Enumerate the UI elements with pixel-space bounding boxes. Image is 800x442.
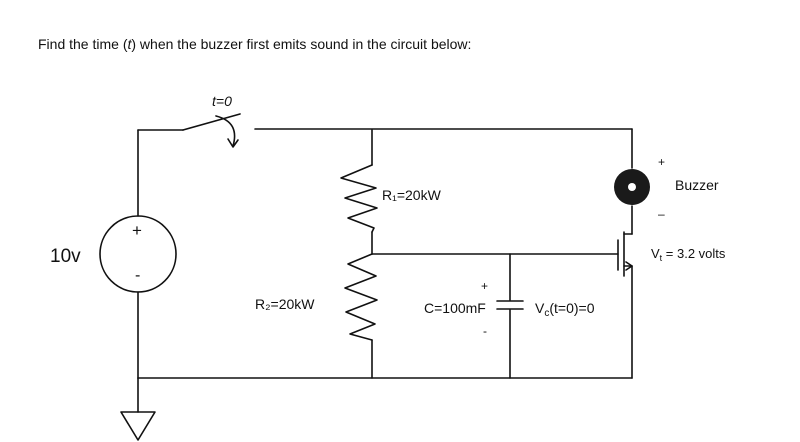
buzzer-center xyxy=(628,183,636,191)
ground-symbol xyxy=(120,411,156,441)
question-part-1: Find the time ( xyxy=(38,36,128,52)
source-label: 10v xyxy=(50,246,81,267)
buzzer-label: Buzzer xyxy=(675,177,719,193)
question-part-2: ) when the buzzer first emits sound in t… xyxy=(131,36,472,52)
cap-plus: + xyxy=(481,279,488,293)
switch-label: t=0 xyxy=(212,93,232,109)
cap-label: C=100mF xyxy=(424,300,486,316)
question-variable: t xyxy=(127,36,132,52)
source-plus: + xyxy=(132,221,142,240)
vc-label-rest: (t=0)=0 xyxy=(549,300,594,316)
switch-arrow-head xyxy=(227,138,239,148)
buzzer-plus: + xyxy=(658,155,665,169)
vc-label: Vc(t=0)=0 xyxy=(535,300,595,319)
r1-label: R₁=20kW xyxy=(382,187,442,203)
r2-label: R₂=20kW xyxy=(255,296,315,312)
vt-label-rest: = 3.2 volts xyxy=(662,246,726,261)
cap-minus: - xyxy=(483,324,487,338)
vt-label-sub: t xyxy=(660,253,663,263)
vc-label-sub: c xyxy=(544,308,549,319)
switch-arrow xyxy=(215,115,236,147)
buzzer-minus: – xyxy=(658,207,665,221)
vt-label: Vt = 3.2 volts xyxy=(651,246,726,263)
vt-label-v: V xyxy=(651,246,660,261)
resistor-r2 xyxy=(344,253,378,341)
source-minus: - xyxy=(135,267,140,284)
switch-blade xyxy=(182,113,241,131)
resistor-r1 xyxy=(340,164,378,233)
vc-label-v: V xyxy=(535,300,545,316)
question-text: Find the time (t) when the buzzer first … xyxy=(38,36,471,52)
